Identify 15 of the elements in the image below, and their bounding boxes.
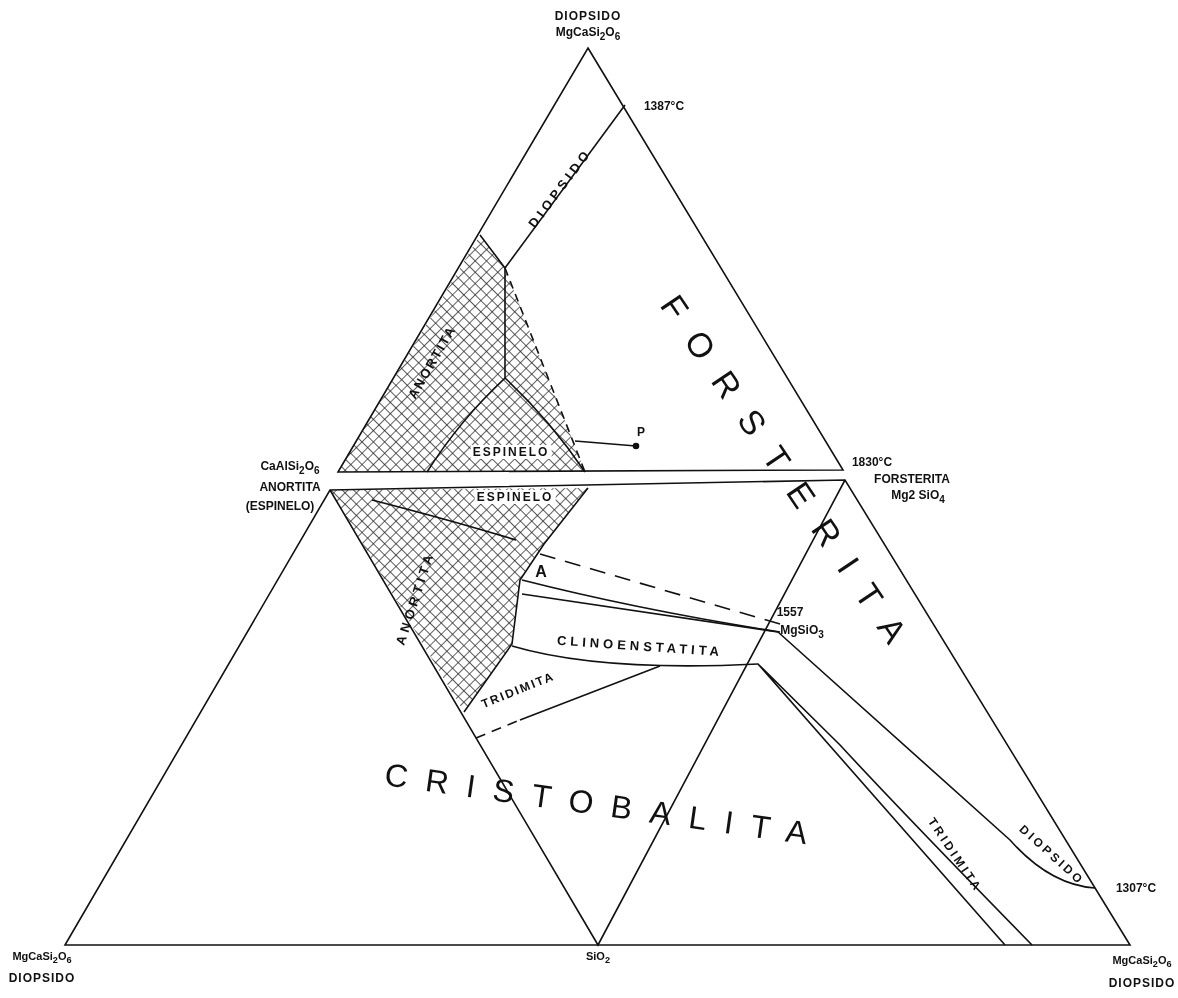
formula-label: CaAlSi$_{2}$O$_{6}$	[260, 460, 320, 476]
temperature-label: 1387°C	[643, 100, 685, 112]
formula-label: MgCaSi$_{2}$O$_{6}$	[555, 26, 621, 42]
phase-field-label: ESPINELO	[474, 490, 556, 504]
end-member-label: DIOPSIDO	[554, 10, 622, 22]
end-member-label: DIOPSIDO	[1108, 977, 1176, 989]
temperature-label: 1307°C	[1115, 882, 1157, 894]
formula-label: SiO$_{2}$	[586, 950, 610, 966]
point-label: P	[637, 426, 645, 438]
phase-field-label: ESPINELO	[470, 445, 552, 459]
end-member-label: ANORTITA	[259, 481, 321, 493]
end-member-label: (ESPINELO)	[245, 500, 315, 512]
end-member-label: DIOPSIDO	[8, 972, 76, 984]
formula-label: MgCaSi$_{2}$O$_{6}$	[12, 950, 72, 966]
formula-label: MgCaSi$_{2}$O$_{6}$	[1112, 954, 1172, 970]
